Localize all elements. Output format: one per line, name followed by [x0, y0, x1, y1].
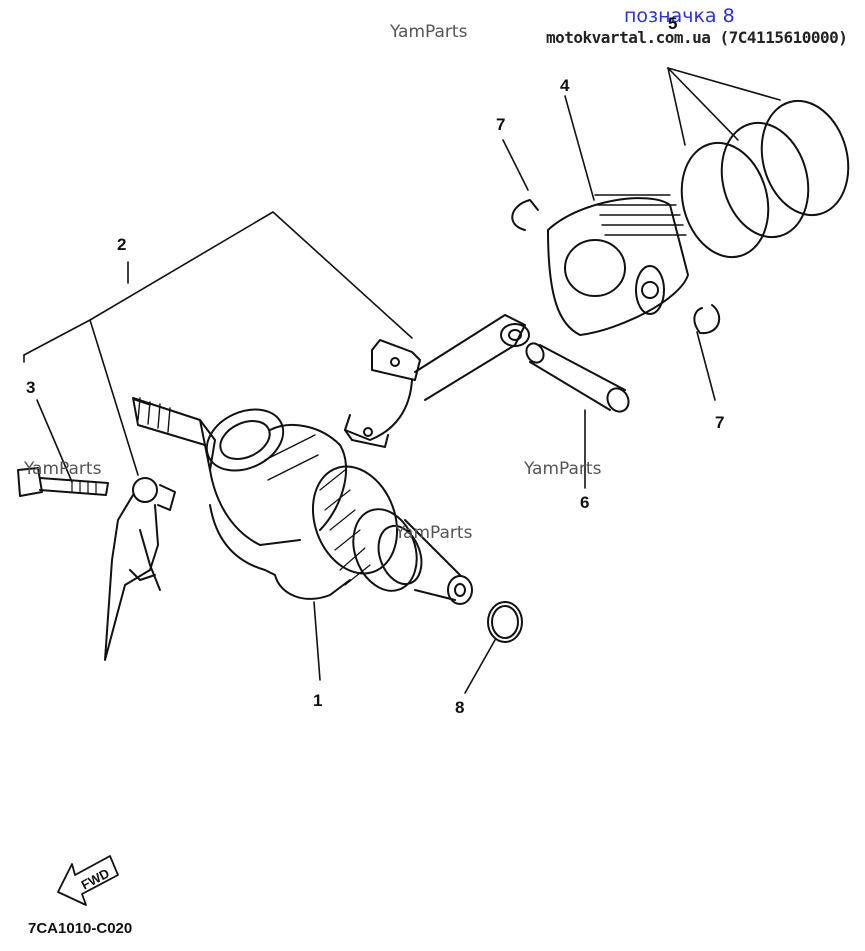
callout-2: 2	[117, 235, 127, 254]
watermark-right: YamParts	[524, 459, 602, 479]
callout-6: 6	[580, 493, 590, 512]
balancer-cap	[104, 477, 176, 661]
piston	[547, 194, 689, 336]
leader-lines	[23, 67, 781, 694]
bolt	[17, 467, 109, 497]
callout-3: 3	[26, 378, 36, 397]
watermark-center: YamParts	[395, 523, 473, 543]
callout-8: 8	[455, 698, 465, 717]
callout-7-lower: 7	[715, 413, 725, 432]
diagram-code: 7CA1010-C020	[28, 920, 133, 937]
watermark-left: YamParts	[24, 459, 102, 479]
header-label: позначка 8	[624, 5, 735, 27]
watermark-top: YamParts	[390, 22, 468, 42]
piston-pin	[525, 342, 630, 413]
header-source: motokvartal.com.ua (7C4115610000)	[546, 28, 848, 47]
callout-5: 5	[668, 14, 678, 33]
crankshaft	[132, 397, 473, 605]
circlips	[511, 199, 721, 335]
callout-1: 1	[313, 691, 323, 710]
forward-arrow-icon	[57, 855, 119, 906]
callout-7-upper: 7	[496, 115, 506, 134]
callout-4: 4	[560, 76, 570, 95]
connecting-rod	[344, 314, 530, 448]
piston-rings	[680, 99, 850, 259]
seal-ring	[487, 601, 523, 643]
